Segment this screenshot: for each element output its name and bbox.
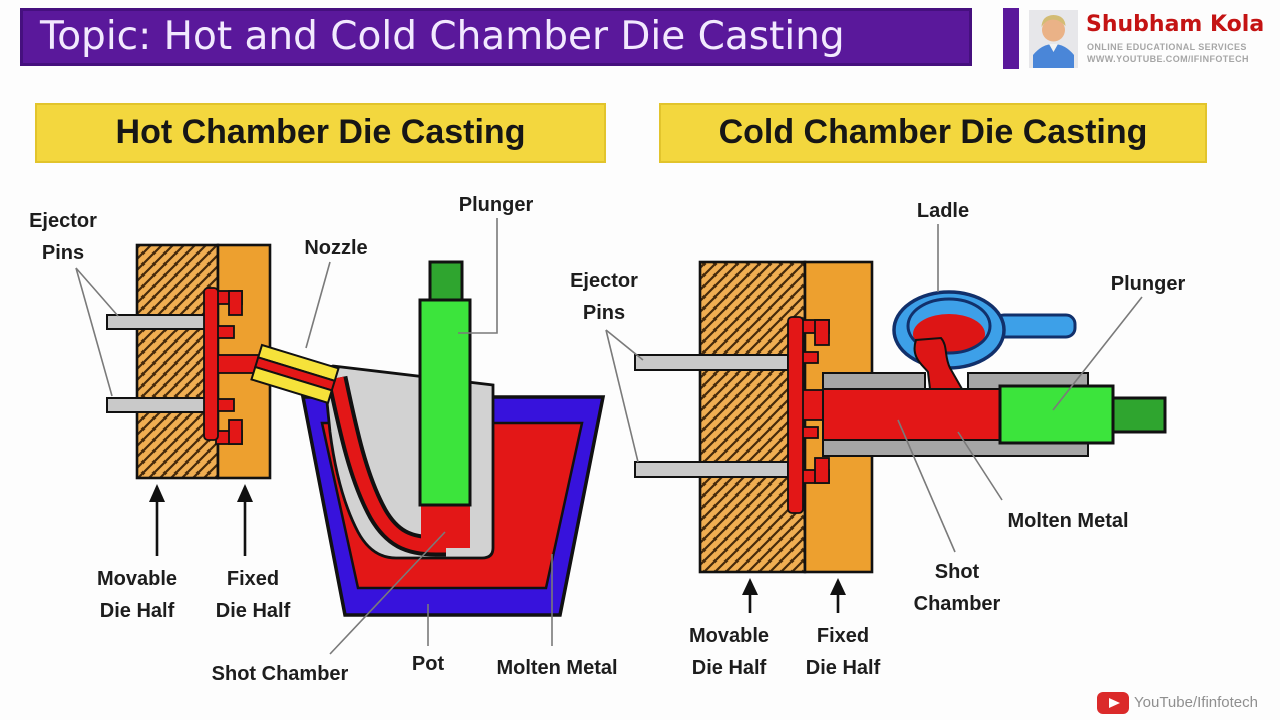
label-pot: Pot (411, 653, 445, 675)
label-molten-metal: Molten Metal (1007, 510, 1129, 532)
youtube-icon (1097, 692, 1129, 719)
label-movable-die-half: Movable Die Half (96, 568, 178, 622)
label-shot-chamber: Shot Chamber (913, 561, 1001, 615)
hot-chamber-title: Hot Chamber Die Casting (35, 103, 606, 163)
shot-sleeve-top (822, 372, 926, 390)
ejector-pin (634, 354, 789, 371)
label-molten-metal: Molten Metal (496, 657, 618, 679)
die-arrows (748, 592, 840, 613)
arrow-head (830, 578, 846, 595)
label-plunger: Plunger (1110, 273, 1186, 295)
label-fixed-die-half: Fixed Die Half (215, 568, 291, 622)
label-ejector-pins: Ejector Pins (570, 270, 638, 324)
plunger (998, 384, 1115, 445)
channel-metal (330, 376, 446, 553)
pour-stream (913, 336, 964, 390)
label-ladle: Ladle (916, 200, 970, 222)
cold-chamber-title: Cold Chamber Die Casting (659, 103, 1207, 163)
ladle-handle (993, 313, 1077, 339)
plunger-rod (1111, 396, 1167, 434)
avatar (1029, 10, 1078, 68)
arrow-head (237, 484, 253, 502)
brand-url: WWW.YOUTUBE.COM/IFINFOTECH (1087, 54, 1249, 64)
plunger (418, 298, 472, 507)
die-arrows (155, 500, 247, 556)
ejector-pin (106, 397, 207, 413)
ejector-pin (106, 314, 207, 330)
label-shot-chamber: Shot Chamber (211, 663, 349, 685)
leader-lines (605, 224, 1143, 553)
brand-accent-bar (1003, 8, 1019, 69)
runner-casting (203, 287, 269, 445)
cold-chamber-diagram (605, 224, 1167, 613)
leader-lines (75, 218, 553, 655)
runner-casting (787, 316, 830, 514)
arrow-head (742, 578, 758, 595)
brand-tagline: ONLINE EDUCATIONAL SERVICES (1087, 42, 1247, 52)
label-ejector-pins: Ejector Pins (29, 210, 97, 264)
label-nozzle: Nozzle (304, 237, 368, 259)
molten-metal-sleeve (822, 388, 1004, 441)
ejector-pin (634, 461, 789, 478)
brand-name: Shubham Kola (1086, 12, 1265, 37)
arrow-head (149, 484, 165, 502)
hot-chamber-diagram (75, 218, 606, 655)
nozzle (250, 343, 340, 405)
cylinder-metal (421, 502, 470, 548)
topic-banner: Topic: Hot and Cold Chamber Die Casting (20, 8, 972, 66)
avatar-graphic (1029, 10, 1078, 68)
label-fixed-die-half: Fixed Die Half (805, 625, 881, 679)
youtube-channel: YouTube/Ifinfotech (1134, 694, 1258, 711)
label-movable-die-half: Movable Die Half (688, 625, 770, 679)
ladle (892, 290, 1077, 390)
label-plunger: Plunger (458, 194, 534, 216)
